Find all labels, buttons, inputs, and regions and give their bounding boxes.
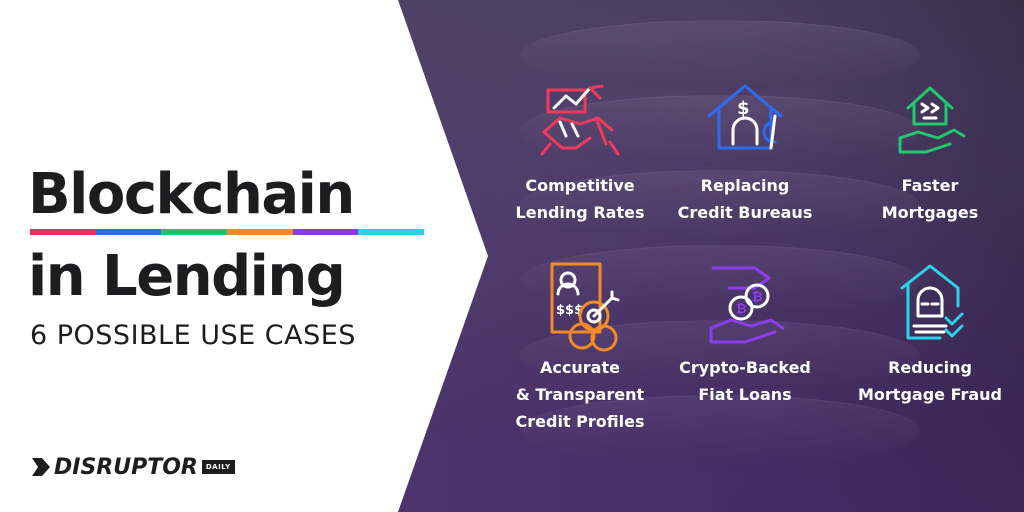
- svg-text:$: $: [737, 98, 750, 119]
- use-case-credit-profiles: $$$ Accurate & Transparent Credit Profil…: [495, 258, 665, 435]
- subtitle: 6 POSSIBLE USE CASES: [30, 320, 356, 351]
- svg-text:$$$: $$$: [556, 303, 583, 318]
- coin-decoration: [520, 395, 920, 466]
- rainbow-underline: [30, 229, 425, 235]
- rainbow-segment: [227, 229, 293, 235]
- house-hand-icon: [898, 86, 966, 154]
- svg-text:₿: ₿: [752, 290, 763, 305]
- coin-decoration: [520, 170, 920, 241]
- use-case-label: Faster Mortgages: [881, 176, 979, 222]
- use-case-label: Crypto-Backed Fiat Loans: [679, 358, 811, 404]
- logo-badge: DAILY: [201, 460, 235, 474]
- profile-target-icon: $$$: [550, 262, 620, 352]
- title-line-2: in Lending: [28, 244, 346, 309]
- rainbow-segment: [292, 229, 359, 235]
- use-case-competitive-lending: Competitive Lending Rates: [495, 82, 665, 226]
- use-case-mortgage-fraud: Reducing Mortgage Fraud: [845, 258, 1015, 408]
- coin-decoration: [520, 20, 920, 91]
- title-line-1: Blockchain: [28, 162, 355, 227]
- disruptor-daily-logo: DISRUPTOR DAILY: [30, 452, 235, 482]
- use-case-label: Accurate & Transparent Credit Profiles: [515, 358, 645, 431]
- logo-mark-icon: [30, 456, 52, 478]
- rainbow-segment: [161, 229, 228, 235]
- use-case-faster-mortgages: Faster Mortgages: [845, 82, 1015, 226]
- crypto-hands-icon: ₿ ₿: [709, 266, 785, 344]
- use-case-crypto-loans: ₿ ₿ Crypto-Backed Fiat Loans: [660, 258, 830, 408]
- rainbow-segment: [358, 229, 425, 235]
- svg-text:₿: ₿: [736, 302, 747, 317]
- use-case-replacing-bureaus: $ Replacing Credit Bureaus: [660, 82, 830, 226]
- use-case-label: Replacing Credit Bureaus: [677, 176, 813, 222]
- masked-thief-icon: [900, 264, 964, 340]
- use-case-label: Competitive Lending Rates: [515, 176, 645, 222]
- rainbow-segment: [95, 229, 162, 235]
- rainbow-segment: [30, 229, 96, 235]
- house-dollar-icon: $: [707, 84, 783, 150]
- use-case-label: Reducing Mortgage Fraud: [857, 358, 1002, 404]
- logo-text: DISRUPTOR: [54, 454, 198, 480]
- handshake-chart-icon: [540, 84, 620, 156]
